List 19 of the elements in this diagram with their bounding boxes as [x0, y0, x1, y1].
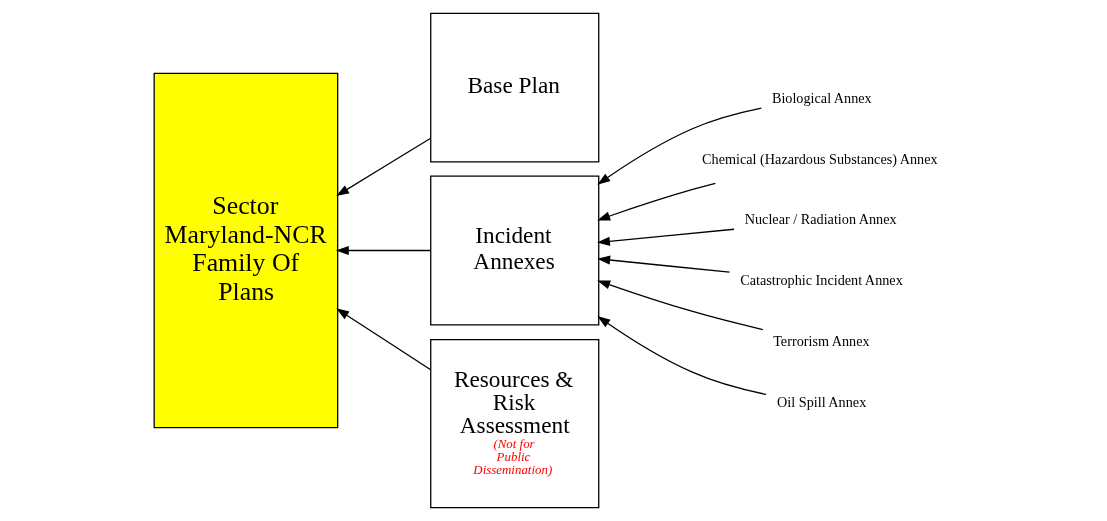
- arrow: [335, 245, 432, 255]
- arrow: [597, 280, 764, 331]
- arrow: [597, 107, 762, 185]
- arrow: [597, 182, 716, 221]
- node-text: Biological Annex: [771, 89, 872, 106]
- arrow: [597, 255, 731, 273]
- node-box: Resources & Risk Assessment (Not for Public Dissemination): [430, 339, 600, 509]
- node-text: Chemical (Hazardous Substances) Annex: [702, 150, 938, 167]
- node-text: Catastrophic Incident Annex: [740, 272, 903, 289]
- arrow: [336, 137, 432, 197]
- node-text: Nuclear / Radiation Annex: [744, 211, 897, 228]
- node-box: Sector Maryland-NCR Family Of Plans: [153, 72, 339, 429]
- node-text: Oil Spill Annex: [777, 393, 867, 410]
- node-box: Base Plan: [430, 12, 600, 163]
- arrow: [336, 308, 432, 371]
- arrow: [597, 228, 735, 246]
- node-text: Terrorism Annex: [773, 332, 870, 349]
- node-box: Incident Annexes: [430, 175, 600, 326]
- arrow: [597, 316, 767, 396]
